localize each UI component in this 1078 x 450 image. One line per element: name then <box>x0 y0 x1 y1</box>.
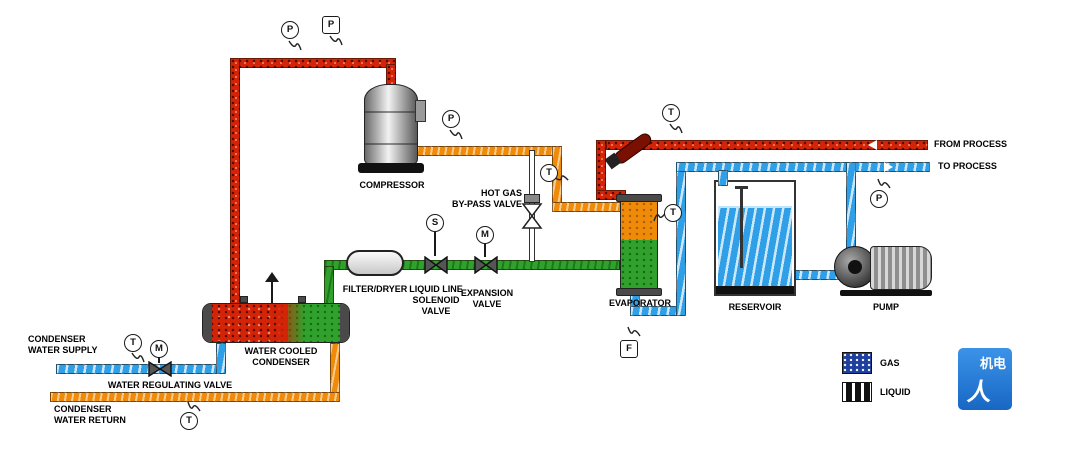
pipe-chilled-riser <box>676 162 686 316</box>
evaporator-gas-section <box>621 202 657 240</box>
hot-gas-bypass-label: HOT GAS BY-PASS VALVE <box>451 188 522 209</box>
legend-gas-label: GAS <box>880 358 900 368</box>
pump-label: PUMP <box>872 302 899 312</box>
evaporator-vessel <box>620 202 658 288</box>
compressor-base <box>358 163 424 173</box>
regulating-valve-stem <box>158 356 160 363</box>
condenser-label: WATER COOLED CONDENSER <box>244 346 318 367</box>
pipe-liquid-riser <box>324 266 334 306</box>
pipe-discharge-top <box>230 58 396 68</box>
evaporator-bottom-cap <box>616 288 662 296</box>
solenoid-coil-sensor: S <box>426 214 444 232</box>
squiggle-lead-icon <box>329 35 343 46</box>
temperature-sensor-water-return: T <box>180 412 198 430</box>
condenser-right-cap <box>340 304 349 342</box>
squiggle-lead-icon <box>553 175 569 181</box>
temperature-sensor-suction: T <box>540 164 558 182</box>
pressure-sensor-compressor: P <box>442 110 460 128</box>
squiggle-lead-icon <box>653 211 667 222</box>
solenoid-stem <box>434 232 436 256</box>
reservoir-base <box>716 286 794 294</box>
expansion-valve-label: EXPANSION VALVE <box>460 288 514 309</box>
condenser-hot-section <box>203 304 288 342</box>
flow-arrow-left-icon <box>868 140 877 150</box>
expansion-valve-stem <box>484 244 486 257</box>
logo-text-bottom: 人 <box>965 379 994 406</box>
squiggle-lead-icon <box>288 40 302 51</box>
squiggle-lead-icon <box>449 129 463 140</box>
pressure-sensor-to-process: P <box>870 190 888 208</box>
expansion-valve-actuator-sensor: M <box>476 226 494 244</box>
pipe-supply-riser <box>216 343 226 374</box>
reservoir-liquid <box>718 206 792 286</box>
legend-liquid-label: LIQUID <box>880 387 911 397</box>
level-gauge-rod <box>740 188 743 268</box>
condenser-fitting <box>240 296 248 303</box>
temperature-sensor-water-supply: T <box>124 334 142 352</box>
pipe-suction-horizontal <box>416 146 562 156</box>
pump-hub <box>848 260 862 274</box>
pressure-switch-discharge: P <box>322 16 340 34</box>
condenser-left-cap <box>203 304 212 342</box>
legend-gas-swatch-icon <box>842 352 872 374</box>
pump-base <box>840 290 932 296</box>
solenoid-valve-label: LIQUID LINE SOLENOID VALVE <box>409 284 463 316</box>
condenser-blend <box>276 304 306 342</box>
squiggle-lead-icon <box>877 178 891 189</box>
reservoir-label: RESERVOIR <box>728 302 782 312</box>
from-process-label: FROM PROCESS <box>934 139 1008 149</box>
squiggle-lead-icon <box>187 401 201 412</box>
temperature-sensor-from-process: T <box>662 104 680 122</box>
water-regulating-valve-label: WATER REGULATING VALVE <box>107 380 233 390</box>
pipe-from-process <box>606 140 928 150</box>
condenser-water-supply-label: CONDENSER WATER SUPPLY <box>28 334 98 355</box>
to-process-label: TO PROCESS <box>938 161 997 171</box>
temperature-sensor-evaporator: T <box>664 204 682 222</box>
squiggle-lead-icon <box>627 326 641 337</box>
flow-switch-evaporator: F <box>620 340 638 358</box>
compressor-terminal-box <box>415 100 426 122</box>
filter-dryer <box>346 250 404 276</box>
water-cooled-condenser <box>202 303 350 343</box>
squiggle-lead-icon <box>669 123 683 134</box>
relief-valve-stem <box>271 282 273 303</box>
water-regulating-valve-icon <box>148 361 172 377</box>
filter-dryer-label: FILTER/DRYER <box>342 284 408 294</box>
flow-arrow-right-icon <box>884 162 893 172</box>
compressor-vessel <box>364 84 418 166</box>
squiggle-lead-icon <box>131 352 145 363</box>
pipe-reservoir-inlet <box>718 170 728 186</box>
bypass-valve-actuator <box>524 194 540 203</box>
solenoid-valve-icon <box>424 256 448 274</box>
evaporator-liquid-section <box>621 239 657 288</box>
pump-motor <box>870 246 932 290</box>
pipe-condenser-water-return <box>50 392 340 402</box>
logo-text-top: 机电 <box>979 356 1006 371</box>
condenser-water-return-label: CONDENSER WATER RETURN <box>54 404 126 425</box>
pipe-discharge-riser <box>230 58 240 305</box>
condenser-fitting <box>298 296 306 303</box>
hot-gas-bypass-valve-icon <box>521 203 543 229</box>
relief-valve-icon <box>265 272 279 282</box>
level-gauge-crossbar <box>735 186 748 189</box>
legend-liquid-swatch-icon <box>842 382 872 402</box>
evaporator-top-cap <box>616 194 662 202</box>
expansion-valve-icon <box>474 256 498 274</box>
jidianren-logo: 机电 人 <box>958 348 1012 410</box>
pipe-pump-discharge <box>846 162 856 254</box>
regulating-valve-actuator-sensor: M <box>150 340 168 358</box>
compressor-weld-line <box>365 111 417 113</box>
evaporator-label: EVAPORATOR <box>608 298 671 308</box>
compressor-weld-line <box>365 143 417 145</box>
pipe-condenser-water-supply <box>56 364 226 374</box>
pressure-sensor-discharge: P <box>281 21 299 39</box>
compressor-label: COMPRESSOR <box>359 180 425 190</box>
pipe-liquid-line <box>324 260 620 270</box>
reservoir-tank <box>714 180 796 296</box>
pipe-to-process <box>676 162 930 172</box>
pipe-suction-evaporator <box>552 202 626 212</box>
y-strainer <box>604 126 658 174</box>
